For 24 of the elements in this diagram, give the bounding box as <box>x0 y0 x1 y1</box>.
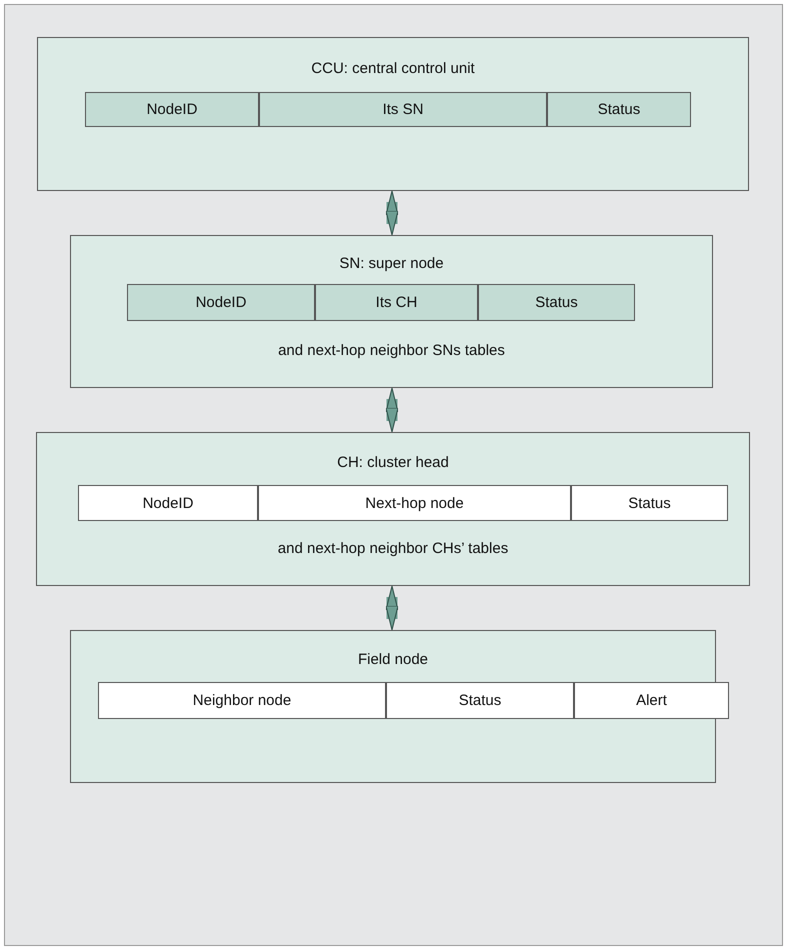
layer-note: and next-hop neighbor SNs tables <box>277 342 506 359</box>
layer-title: Field node <box>356 651 430 668</box>
layer-box <box>37 37 749 191</box>
table-cell: NodeID <box>127 284 315 321</box>
table-cell: Next-hop node <box>258 485 571 521</box>
layer-title: SN: super node <box>338 255 445 272</box>
double-arrow <box>386 190 398 236</box>
table-cell: NodeID <box>85 92 259 127</box>
table-cell: Its CH <box>315 284 478 321</box>
layer-note: and next-hop neighbor CHs’ tables <box>276 540 510 557</box>
layer-box <box>70 235 713 388</box>
layer-title: CH: cluster head <box>336 454 450 471</box>
table-cell: Neighbor node <box>98 682 386 719</box>
table-cell: Alert <box>574 682 729 719</box>
table-cell: NodeID <box>78 485 258 521</box>
table-cell: Status <box>386 682 574 719</box>
table-cell: Status <box>478 284 635 321</box>
layer-box <box>36 432 750 586</box>
table-cell: Its SN <box>259 92 547 127</box>
double-arrow <box>386 586 398 630</box>
table-cell: Status <box>547 92 691 127</box>
table-cell: Status <box>571 485 728 521</box>
layer-title: CCU: central control unit <box>310 60 476 77</box>
double-arrow <box>386 388 398 432</box>
